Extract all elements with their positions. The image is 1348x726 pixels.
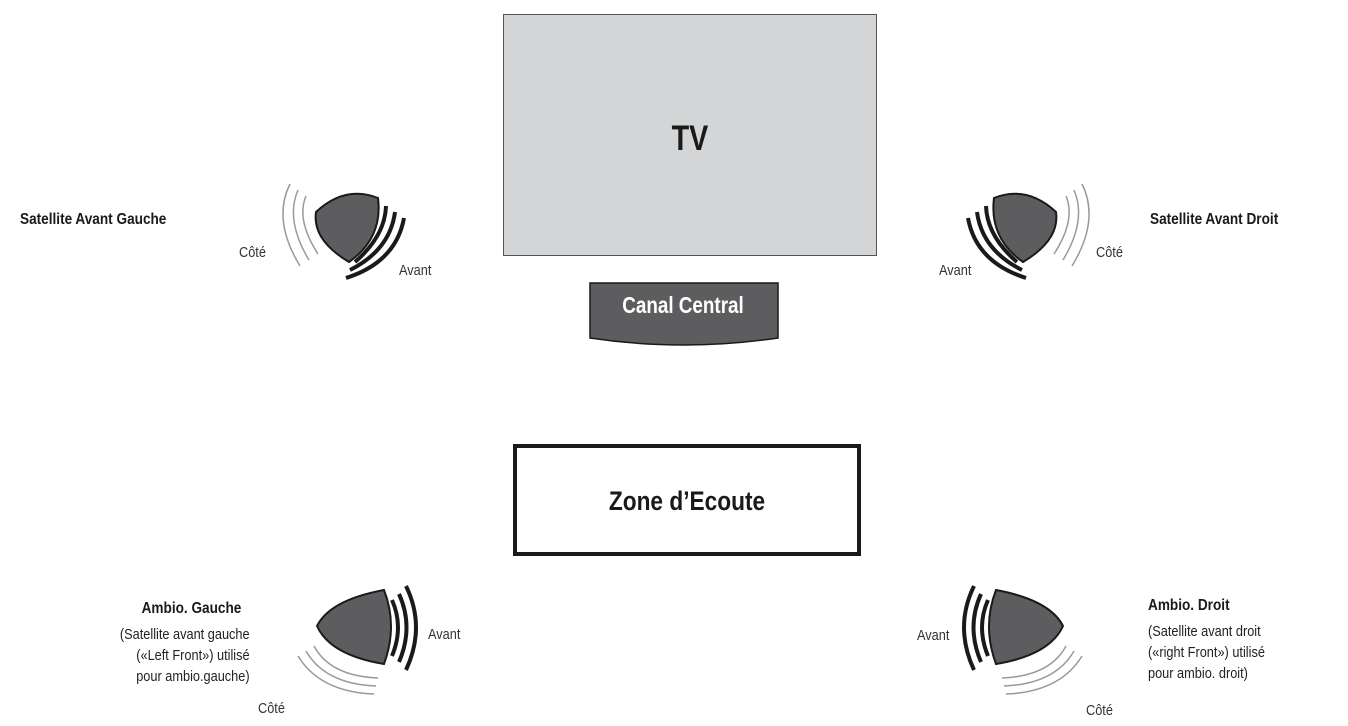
surround-right-side-label: Côté (1086, 702, 1113, 719)
listening-zone-label: Zone d’Ecoute (608, 486, 766, 516)
surround-left-note-line: (Satellite avant gauche (120, 626, 250, 643)
surround-left-title: Ambio. Gauche (141, 600, 241, 617)
front-right-side-label: Côté (1096, 244, 1123, 261)
center-channel-speaker (589, 282, 779, 346)
tv-screen: TV (503, 14, 877, 256)
surround-right-note-line: («right Front») utilisé (1148, 644, 1265, 661)
front-right-speaker (966, 183, 1090, 280)
surround-left-note-line: («Left Front») utilisé (136, 647, 250, 664)
surround-right-speaker (962, 585, 1083, 695)
front-left-front-waves (345, 205, 406, 280)
surround-right-front-label: Avant (917, 627, 950, 644)
front-left-speaker (282, 183, 406, 280)
tv-label: TV (671, 119, 709, 158)
surround-left-front-waves (390, 585, 418, 671)
listening-zone: Zone d’Ecoute (513, 444, 861, 556)
front-left-title: Satellite Avant Gauche (20, 211, 167, 228)
surround-left-side-label: Côté (258, 700, 285, 717)
surround-right-note: (Satellite avant droit («right Front») u… (1148, 621, 1265, 684)
front-left-side-waves (282, 183, 319, 267)
front-right-side-waves (1053, 183, 1090, 267)
surround-right-note-line: (Satellite avant droit (1148, 623, 1261, 640)
center-channel-label: Canal Central (622, 292, 744, 318)
surround-right-note-line: pour ambio. droit) (1148, 665, 1248, 682)
surround-right-side-waves (1001, 645, 1083, 695)
front-right-front-waves (966, 205, 1027, 280)
surround-left-side-waves (297, 645, 379, 695)
front-left-side-label: Côté (239, 244, 266, 261)
surround-left-note: (Satellite avant gauche («Left Front») u… (120, 624, 250, 687)
front-right-front-label: Avant (939, 262, 972, 279)
front-left-front-label: Avant (399, 262, 432, 279)
surround-left-front-label: Avant (428, 626, 461, 643)
surround-left-speaker (297, 585, 418, 695)
surround-right-title: Ambio. Droit (1148, 597, 1230, 614)
surround-right-front-waves (962, 585, 990, 671)
surround-left-note-line: pour ambio.gauche) (136, 668, 250, 685)
front-right-title: Satellite Avant Droit (1150, 211, 1279, 228)
